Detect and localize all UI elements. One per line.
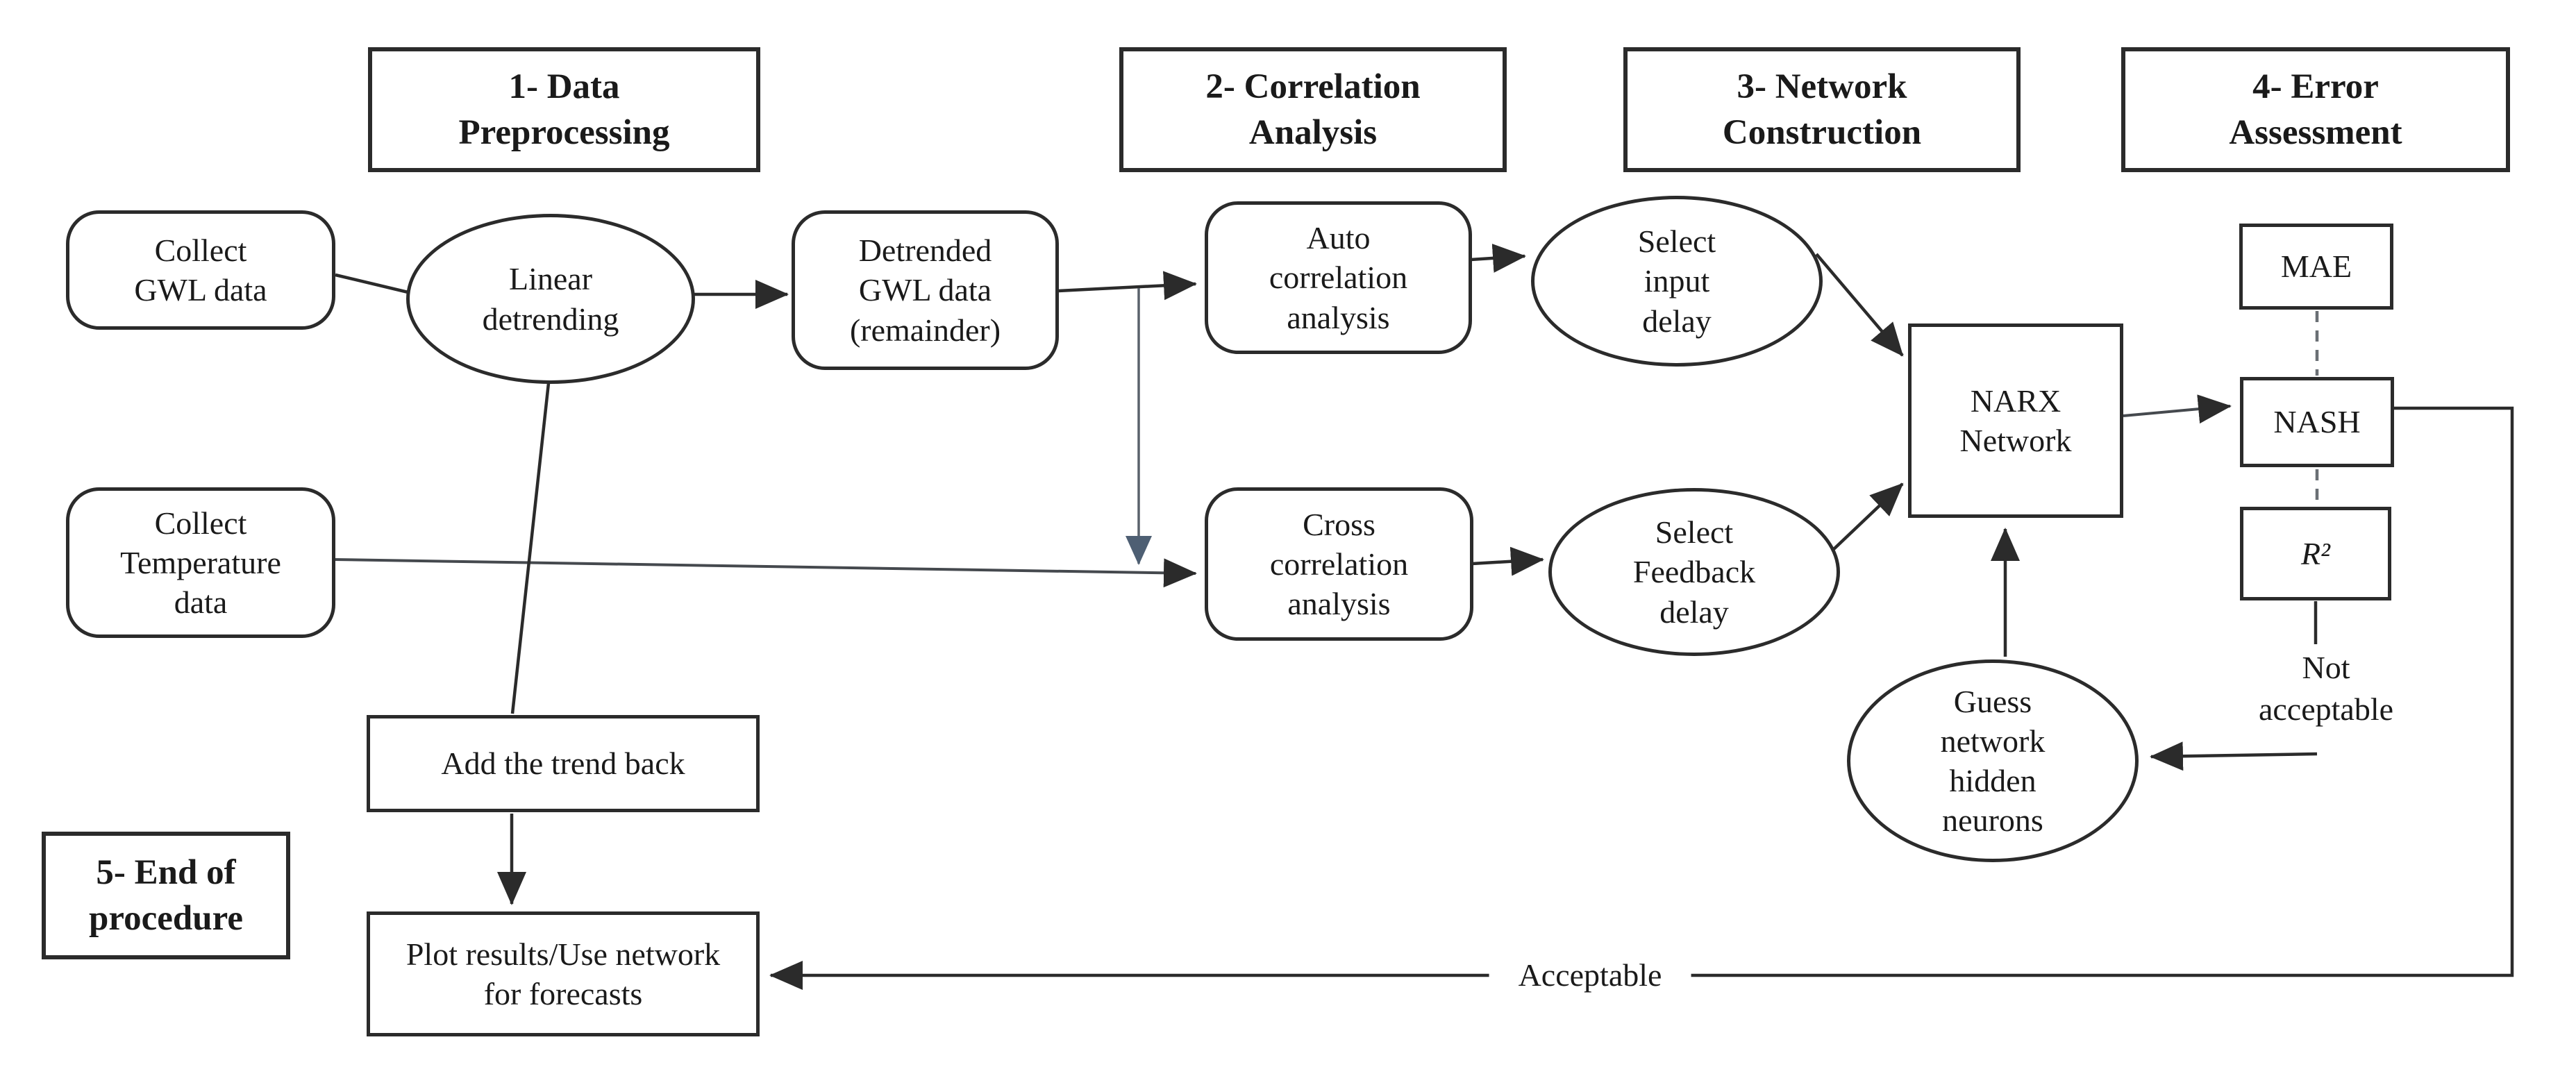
node-select-input-delay: Select input delay bbox=[1531, 196, 1823, 367]
node-linear-detrending: Linear detrending bbox=[406, 214, 695, 384]
node-label: Auto correlation analysis bbox=[1269, 220, 1408, 335]
node-label: Linear detrending bbox=[482, 261, 619, 337]
node-label: Collect Temperature data bbox=[120, 505, 281, 621]
stage-box-2-correlation-analysis: 2- Correlation Analysis bbox=[1119, 47, 1507, 172]
node-label: NASH bbox=[2273, 404, 2361, 440]
stage-label: 2- Correlation Analysis bbox=[1205, 67, 1421, 152]
node-auto-correlation-analysis: Auto correlation analysis bbox=[1205, 201, 1472, 354]
node-r-squared: R² bbox=[2240, 507, 2391, 600]
node-label: MAE bbox=[2280, 249, 2352, 285]
edge-label-not-acceptable: Not acceptable bbox=[2258, 650, 2394, 727]
node-label: Add the trend back bbox=[441, 746, 685, 782]
node-label: Guess network hidden neurons bbox=[1940, 683, 2046, 839]
node-label: NARX Network bbox=[1959, 383, 2072, 458]
node-nash: NASH bbox=[2240, 377, 2394, 467]
node-label: R² bbox=[2301, 535, 2330, 571]
stage-box-1-data-preprocessing: 1- Data Preprocessing bbox=[368, 47, 760, 172]
stage-box-4-error-assessment: 4- Error Assessment bbox=[2121, 47, 2510, 172]
stage-label: 4- Error Assessment bbox=[2229, 67, 2402, 152]
node-label: Cross correlation analysis bbox=[1269, 506, 1409, 622]
node-collect-temperature-data: Collect Temperature data bbox=[66, 487, 335, 638]
node-select-feedback-delay: Select Feedback delay bbox=[1548, 488, 1840, 656]
node-label: Plot results/Use network for forecasts bbox=[405, 936, 721, 1011]
node-label: Detrended GWL data (remainder) bbox=[849, 233, 1001, 348]
node-label: Select Feedback delay bbox=[1632, 514, 1756, 630]
edge-label-acceptable: Acceptable bbox=[1489, 955, 1691, 996]
node-detrended-gwl-data: Detrended GWL data (remainder) bbox=[792, 210, 1059, 370]
stage-box-5-end-of-procedure: 5- End of procedure bbox=[42, 832, 290, 959]
node-label: Collect GWL data bbox=[134, 232, 267, 308]
node-cross-correlation-analysis: Cross correlation analysis bbox=[1205, 487, 1473, 641]
node-add-the-trend-back: Add the trend back bbox=[367, 715, 760, 812]
node-mae: MAE bbox=[2239, 224, 2393, 310]
stage-label: 3- Network Construction bbox=[1722, 67, 1922, 152]
node-guess-network-hidden-neurons: Guess network hidden neurons bbox=[1847, 659, 2139, 862]
stage-label: 1- Data Preprocessing bbox=[458, 67, 670, 152]
node-collect-gwl-data: Collect GWL data bbox=[66, 210, 335, 330]
node-narx-network: NARX Network bbox=[1908, 323, 2123, 518]
stage-box-3-network-construction: 3- Network Construction bbox=[1623, 47, 2021, 172]
node-label: Select input delay bbox=[1637, 224, 1716, 339]
node-plot-results: Plot results/Use network for forecasts bbox=[367, 911, 760, 1036]
stage-label: 5- End of procedure bbox=[89, 852, 243, 938]
